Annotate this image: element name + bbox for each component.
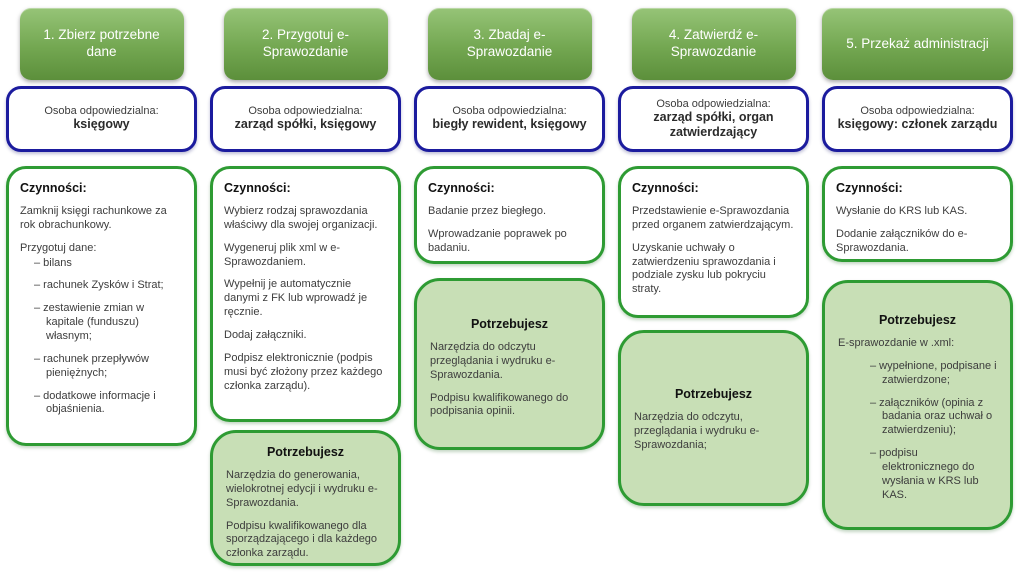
activities-box-5: Czynności: Wysłanie do KRS lub KAS. Doda…: [822, 166, 1013, 262]
needs-box-4: Potrzebujesz Narzędzia do odczytu, przeg…: [618, 330, 809, 506]
activity-list-item: – dodatkowe informacje i objaśnienia.: [34, 389, 156, 416]
activity-list-item: – rachunek przepływów pieniężnych;: [34, 352, 149, 379]
activities-box-1: Czynności: Zamknij księgi rachunkowe za …: [6, 166, 197, 446]
activity-paragraph: Wypełnij je automatycznie danymi z FK lu…: [224, 278, 368, 319]
activity-paragraph: Wysłanie do KRS lub KAS.: [836, 205, 968, 217]
activities-box-4: Czynności: Przedstawienie e-Sprawozdania…: [618, 166, 809, 318]
needs-box-2: Potrzebujesz Narzędzia do generowania, w…: [210, 430, 401, 566]
activity-paragraph: Wybierz rodzaj sprawozdania właściwy dla…: [224, 205, 378, 231]
needs-title: Potrzebujesz: [470, 317, 549, 331]
needs-title: Potrzebujesz: [878, 313, 957, 327]
activity-paragraph: Wygeneruj plik xml w e-Sprawozdaniem.: [224, 241, 341, 268]
activity-paragraph: Badanie przez biegłego.: [428, 205, 547, 217]
responsible-label: Osoba odpowiedzialna:: [656, 97, 771, 110]
needs-paragraph: Narzędzia do odczytu przeglądania i wydr…: [430, 341, 556, 381]
step-header-1: 1. Zbierz potrzebne dane: [19, 8, 184, 80]
step-column-4: 4. Zatwierdź e-Sprawozdanie Osoba odpowi…: [618, 8, 809, 566]
activity-paragraph: Przedstawienie e-Sprawozdania przed orga…: [632, 205, 794, 231]
activities-box-2: Czynności: Wybierz rodzaj sprawozdania w…: [210, 166, 401, 422]
step-header-5-label: 5. Przekaż administracji: [846, 35, 989, 51]
needs-list-item: – wypełnione, podpisane i zatwierdzone;: [870, 359, 997, 386]
step-column-1: 1. Zbierz potrzebne dane Osoba odpowiedz…: [6, 8, 197, 566]
needs-title: Potrzebujesz: [674, 387, 753, 401]
activities-box-3: Czynności: Badanie przez biegłego. Wprow…: [414, 166, 605, 264]
needs-intro: E-sprawozdanie w .xml:: [838, 337, 955, 349]
activity-paragraph: Podpisz elektronicznie (podpis musi być …: [224, 351, 383, 392]
responsible-value: biegły rewident, księgowy: [432, 117, 587, 132]
activity-paragraph: Wprowadzanie poprawek po badaniu.: [428, 227, 567, 254]
activity-paragraph: Uzyskanie uchwały o zatwierdzeniu sprawo…: [632, 241, 776, 296]
step-header-4: 4. Zatwierdź e-Sprawozdanie: [631, 8, 796, 80]
responsible-box-4: Osoba odpowiedzialna: zarząd spółki, org…: [618, 86, 809, 152]
activity-paragraph: Dodanie załączników do e-Sprawozdania.: [836, 227, 968, 254]
activities-title: Czynności:: [632, 181, 699, 195]
step-header-1-label: 1. Zbierz potrzebne dane: [43, 27, 160, 59]
responsible-value: zarząd spółki, organ zatwierdzający: [653, 109, 774, 139]
needs-list-item: – podpisu elektronicznego do wysłania w …: [870, 447, 979, 501]
responsible-box-5: Osoba odpowiedzialna: księgowy: członek …: [822, 86, 1013, 152]
step-header-3-label: 3. Zbadaj e-Sprawozdanie: [466, 27, 553, 59]
activities-title: Czynności:: [224, 181, 291, 195]
step-column-2: 2. Przygotuj e-Sprawozdanie Osoba odpowi…: [210, 8, 401, 566]
activity-list-item: – rachunek Zysków i Strat;: [34, 279, 164, 292]
responsible-value: księgowy: [73, 117, 130, 132]
needs-paragraph: Narzędzia do odczytu, przeglądania i wyd…: [634, 411, 760, 451]
activity-paragraph: Przygotuj dane:: [20, 241, 97, 254]
responsible-box-1: Osoba odpowiedzialna: księgowy: [6, 86, 197, 152]
responsible-label: Osoba odpowiedzialna:: [452, 105, 567, 118]
step-header-2-label: 2. Przygotuj e-Sprawozdanie: [261, 27, 350, 59]
activity-list: – bilans – rachunek Zysków i Strat; – ze…: [34, 257, 183, 418]
activities-title: Czynności:: [428, 181, 495, 195]
needs-list: – wypełnione, podpisane i zatwierdzone; …: [870, 360, 997, 503]
needs-paragraph: Narzędzia do generowania, wielokrotnej e…: [226, 469, 378, 509]
activities-title: Czynności:: [836, 181, 903, 195]
activity-list-item: – zestawienie zmian w kapitale (funduszu…: [34, 302, 145, 343]
responsible-box-3: Osoba odpowiedzialna: biegły rewident, k…: [414, 86, 605, 152]
step-header-4-label: 4. Zatwierdź e-Sprawozdanie: [668, 27, 759, 59]
responsible-value: zarząd spółki, księgowy: [234, 117, 377, 132]
responsible-value: księgowy: członek zarządu: [837, 117, 998, 132]
responsible-label: Osoba odpowiedzialna:: [860, 105, 975, 118]
needs-list-item: – załączników (opinia z badania oraz uch…: [870, 396, 993, 437]
responsible-label: Osoba odpowiedzialna:: [248, 105, 363, 118]
activity-paragraph: Zamknij księgi rachunkowe za rok obrachu…: [20, 205, 167, 231]
needs-box-5: Potrzebujesz E-sprawozdanie w .xml: – wy…: [822, 280, 1013, 530]
step-column-5: 5. Przekaż administracji Osoba odpowiedz…: [822, 8, 1013, 566]
activity-paragraph: Dodaj załączniki.: [224, 329, 307, 342]
activity-list-item: – bilans: [34, 256, 72, 269]
step-header-5: 5. Przekaż administracji: [822, 8, 1013, 80]
responsible-label: Osoba odpowiedzialna:: [44, 105, 159, 118]
needs-paragraph: Podpisu kwalifikowanego do podpisania op…: [430, 391, 569, 418]
step-header-2: 2. Przygotuj e-Sprawozdanie: [223, 8, 388, 80]
step-header-3: 3. Zbadaj e-Sprawozdanie: [427, 8, 592, 80]
step-column-3: 3. Zbadaj e-Sprawozdanie Osoba odpowiedz…: [414, 8, 605, 566]
responsible-box-2: Osoba odpowiedzialna: zarząd spółki, ksi…: [210, 86, 401, 152]
needs-title: Potrzebujesz: [266, 445, 345, 459]
activities-title: Czynności:: [20, 181, 87, 195]
needs-box-3: Potrzebujesz Narzędzia do odczytu przegl…: [414, 278, 605, 450]
needs-paragraph: Podpisu kwalifikowanego dla sporządzając…: [226, 519, 378, 560]
